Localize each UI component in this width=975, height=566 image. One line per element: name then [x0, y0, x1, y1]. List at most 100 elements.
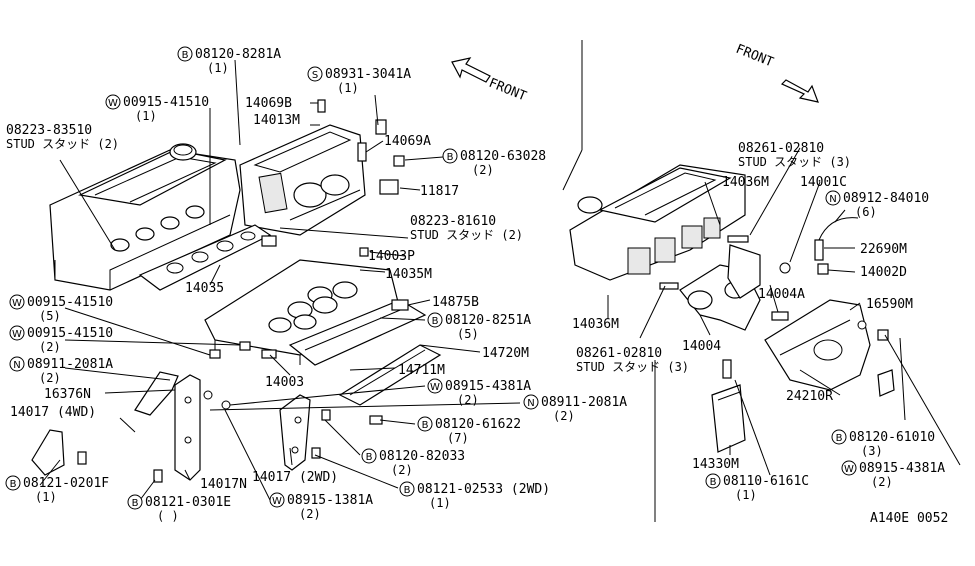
front-label-left: FRONT	[487, 76, 529, 105]
part-quantity: STUD スタッド (2)	[410, 228, 523, 242]
prefix-letter: B	[10, 479, 17, 490]
callout-c27: B 08120-82033(2)	[361, 448, 465, 477]
prefix-circle-icon	[105, 94, 121, 110]
part-number: 00915-41510	[123, 95, 209, 110]
part-quantity: STUD スタッド (3)	[738, 155, 851, 169]
prefix-circle-icon	[361, 448, 377, 464]
prefix-circle-icon	[523, 394, 539, 410]
callout-c48: 14330M	[692, 457, 739, 472]
prefix-letter: B	[182, 50, 189, 61]
part-number: 08120-82033	[379, 449, 465, 464]
part-number: 08120-63028	[460, 149, 546, 164]
callout-c5: 14013M	[253, 113, 300, 128]
prefix-letter: B	[366, 452, 373, 463]
part-number: 14003P	[368, 249, 415, 264]
prefix-letter: B	[447, 152, 454, 163]
part-quantity: (7)	[447, 431, 469, 445]
callout-c13: 14035	[185, 281, 224, 296]
part-number: 14017N	[200, 477, 247, 492]
prefix-circle-icon	[307, 66, 323, 82]
cylinder-head-right	[569, 164, 746, 281]
prefix-circle-icon	[127, 494, 143, 510]
prefix-letter: W	[272, 496, 282, 507]
part-number: 14069B	[245, 96, 292, 111]
prefix-letter: W	[12, 329, 22, 340]
callout-c22: 16376N	[44, 387, 91, 402]
prefix-letter: W	[844, 464, 854, 475]
prefix-circle-icon	[705, 473, 721, 489]
callout-c28: 14017 (2WD)	[252, 470, 338, 485]
front-arrow-left: FRONT	[451, 57, 529, 105]
prefix-circle-icon	[9, 294, 25, 310]
part-quantity: (2)	[39, 340, 61, 354]
part-number: 14035	[185, 281, 224, 296]
callout-c11: 14003P	[368, 249, 415, 264]
prefix-circle-icon	[825, 190, 841, 206]
part-number: 08911-2081A	[27, 357, 113, 372]
bracket-14017n	[174, 374, 201, 481]
gasket-14035	[138, 224, 272, 291]
part-number: 08911-2081A	[541, 395, 627, 410]
callout-c30: 14017N	[200, 477, 247, 492]
callout-c9: 11817	[420, 184, 459, 199]
callout-c35: 14036M	[722, 175, 769, 190]
part-number: 00915-41510	[27, 326, 113, 341]
prefix-letter: B	[404, 485, 411, 496]
part-number: 14004A	[758, 287, 805, 302]
prefix-circle-icon	[5, 475, 21, 491]
part-number: 08915-1381A	[287, 493, 373, 508]
prefix-letter: B	[132, 498, 139, 509]
prefix-letter: B	[432, 316, 439, 327]
part-number: 08223-81610	[410, 214, 496, 229]
part-number: 14036M	[722, 175, 769, 190]
prefix-circle-icon	[177, 46, 193, 62]
part-number: 14013M	[253, 113, 300, 128]
callout-c40: 14004A	[758, 287, 805, 302]
prefix-circle-icon	[399, 481, 415, 497]
bracket-14017-2wd	[279, 394, 311, 471]
callout-c42: 14036M	[572, 317, 619, 332]
part-number: 08261-02810	[576, 346, 662, 361]
part-quantity: (2)	[39, 371, 61, 385]
part-quantity: (1)	[337, 81, 359, 95]
part-number: 08931-3041A	[325, 67, 411, 82]
part-number: 08223-83510	[6, 123, 92, 138]
part-number: 14017 (2WD)	[252, 470, 338, 485]
callout-c21: 14003	[265, 375, 304, 390]
part-quantity: (2)	[391, 463, 413, 477]
part-number: 14069A	[384, 134, 431, 149]
part-number: 14001C	[800, 175, 847, 190]
part-quantity: (2)	[472, 163, 494, 177]
prefix-circle-icon	[269, 492, 285, 508]
part-number: 08120-61010	[849, 430, 935, 445]
callout-c17: W 00915-41510(2)	[9, 325, 113, 354]
callout-c44: 14004	[682, 339, 721, 354]
part-number: 14003	[265, 375, 304, 390]
part-quantity: (5)	[39, 309, 61, 323]
prefix-circle-icon	[831, 429, 847, 445]
part-quantity: (2)	[457, 393, 479, 407]
part-quantity: (1)	[735, 488, 757, 502]
part-quantity: (2)	[871, 475, 893, 489]
part-number: 14004	[682, 339, 721, 354]
part-quantity: (3)	[861, 444, 883, 458]
part-quantity: (5)	[457, 327, 479, 341]
sensor-22690m	[814, 217, 859, 261]
callout-c38: 22690M	[860, 242, 907, 257]
prefix-letter: W	[12, 298, 22, 309]
